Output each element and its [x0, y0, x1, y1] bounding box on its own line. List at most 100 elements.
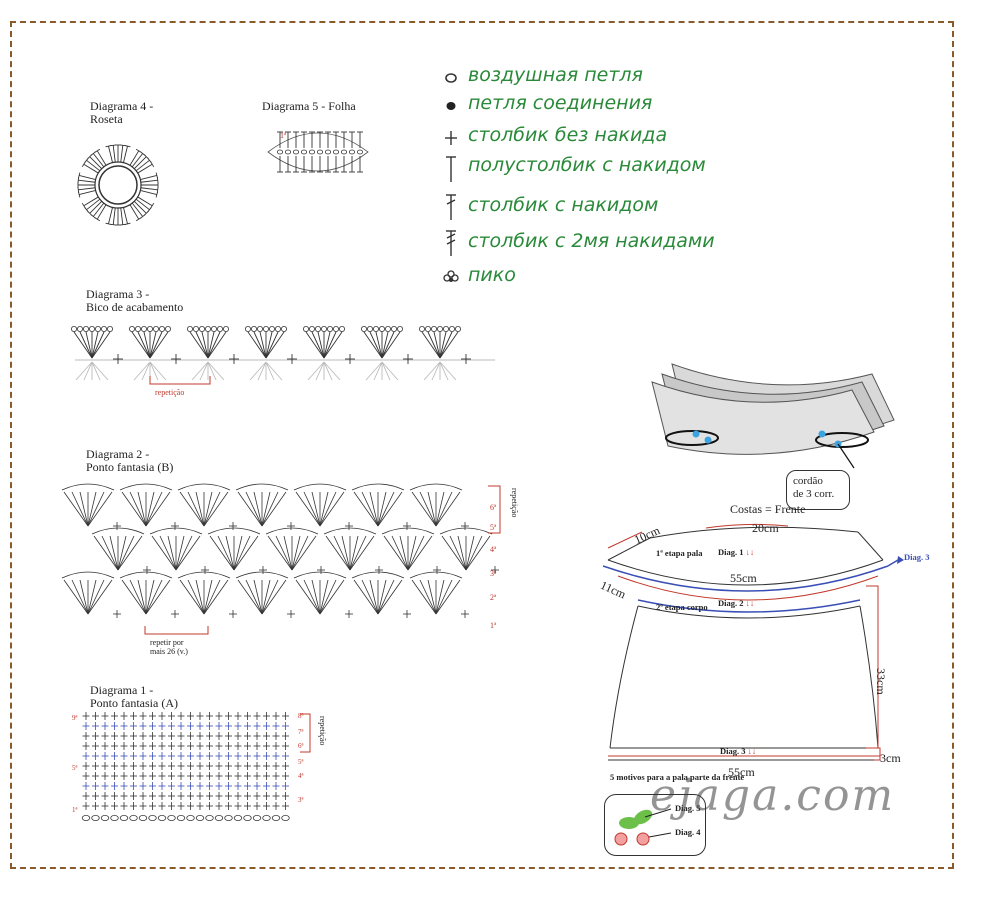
top-width: 20cm — [752, 521, 779, 535]
fantasia-a-stitch — [139, 802, 147, 810]
fantasia-a-stitch — [149, 802, 156, 810]
fantasia-a-stitch — [111, 732, 118, 740]
diagram-1-side: repetição — [318, 716, 327, 745]
picot-icon — [440, 266, 462, 291]
yoke-illustration — [651, 363, 895, 469]
fantasia-a-stitch — [187, 782, 194, 790]
diagram-1-title: Diagrama 1 - Ponto fantasia (A) — [90, 683, 178, 710]
fantasia-a-stitch — [215, 712, 223, 720]
fantasia-fan — [91, 527, 151, 574]
treble-crochet-icon — [440, 228, 462, 263]
fantasia-a-stitch — [263, 712, 270, 720]
body-height: 33cm — [874, 668, 888, 695]
legend-label: воздушная петля — [468, 64, 643, 86]
fantasia-a-stitch — [130, 762, 137, 770]
fantasia-a-stitch — [263, 762, 270, 770]
legend-label: пико — [468, 264, 516, 286]
fantasia-a-stitch — [253, 742, 261, 750]
fantasia-a-stitch — [92, 722, 99, 730]
fantasia-a-stitch — [253, 722, 261, 730]
fantasia-a-stitch — [149, 712, 156, 720]
fantasia-a-stitch — [92, 732, 99, 740]
fantasia-fan — [149, 527, 209, 574]
fantasia-a-stitch — [234, 792, 242, 800]
fantasia-a-stitch — [92, 762, 99, 770]
fantasia-a-stitch — [101, 722, 109, 730]
bico-fan — [302, 325, 355, 381]
folha-stitch — [285, 131, 292, 173]
bico-fan — [187, 325, 239, 381]
fantasia-a-stitch — [101, 742, 109, 750]
bottom-width: 55cm — [728, 765, 755, 779]
fantasia-a-stitch — [177, 742, 185, 750]
hem-height: 3cm — [880, 751, 901, 765]
folha-stitch — [301, 131, 308, 173]
fantasia-a-stitch — [111, 772, 118, 780]
fantasia-fan — [351, 571, 411, 618]
fantasia-a-stitch — [215, 762, 223, 770]
fantasia-a-stitch — [168, 722, 175, 730]
diagram-1-row-label: 6ª — [298, 742, 304, 750]
roseta-petal — [77, 172, 96, 198]
fantasia-fan — [265, 527, 325, 574]
fantasia-a-stitch — [139, 762, 147, 770]
fantasia-fan — [351, 483, 411, 530]
fantasia-a-stitch — [215, 742, 223, 750]
bico-fan — [360, 325, 413, 381]
fantasia-a-stitch — [111, 742, 118, 750]
chain-icon — [440, 66, 462, 91]
fantasia-a-stitch — [215, 792, 223, 800]
fantasia-a-stitch — [149, 772, 156, 780]
fantasia-a-stitch — [263, 792, 270, 800]
folha-stitch — [309, 131, 316, 173]
diagram-2-row-label: 6ª — [490, 503, 497, 512]
fantasia-a-stitch — [82, 772, 90, 780]
fantasia-a-stitch — [225, 732, 232, 740]
fantasia-a-stitch — [120, 802, 128, 810]
fantasia-a-stitch — [120, 782, 128, 790]
fantasia-a-stitch — [82, 732, 90, 740]
fantasia-a-stitch — [244, 722, 251, 730]
fantasia-fan — [439, 527, 499, 574]
fantasia-a-stitch — [177, 712, 185, 720]
fantasia-a-stitch — [187, 792, 194, 800]
fantasia-a-stitch — [215, 732, 223, 740]
fantasia-a-stitch — [272, 772, 280, 780]
fantasia-a-stitch — [82, 752, 90, 760]
fantasia-a-stitch — [187, 742, 194, 750]
fantasia-a-stitch — [139, 752, 147, 760]
fantasia-a-stitch — [206, 712, 213, 720]
fantasia-a-stitch — [111, 712, 118, 720]
diag-3-bottom-label: Diag. 3 ↓↓ — [720, 746, 757, 756]
fantasia-a-stitch — [139, 712, 147, 720]
garment-schematic — [602, 523, 904, 761]
diagram-2-title: Diagrama 2 - Ponto fantasia (B) — [86, 447, 174, 474]
fantasia-a-stitch — [206, 762, 213, 770]
fantasia-a-stitch — [130, 792, 137, 800]
fantasia-a-stitch — [272, 782, 280, 790]
fantasia-a-stitch — [253, 762, 261, 770]
fantasia-a-stitch — [272, 792, 280, 800]
fantasia-a-stitch — [168, 732, 175, 740]
fantasia-a-stitch — [225, 792, 232, 800]
fantasia-a-stitch — [244, 772, 251, 780]
fantasia-a-stitch — [130, 772, 137, 780]
fantasia-a-stitch — [196, 742, 204, 750]
diagram-5-folha: 1ª — [267, 131, 369, 173]
fantasia-a-stitch — [234, 722, 242, 730]
fantasia-fan — [61, 571, 121, 618]
rosette-icon — [614, 832, 628, 846]
fantasia-a-stitch — [282, 712, 289, 720]
fantasia-a-stitch — [158, 802, 166, 810]
roseta-petal — [140, 172, 159, 198]
fantasia-a-stitch — [158, 712, 166, 720]
fantasia-a-stitch — [130, 722, 137, 730]
fantasia-a-stitch — [168, 742, 175, 750]
fantasia-a-stitch — [158, 782, 166, 790]
fantasia-a-stitch — [82, 722, 90, 730]
fantasia-a-stitch — [225, 782, 232, 790]
fantasia-a-stitch — [92, 802, 99, 810]
fantasia-a-stitch — [196, 782, 204, 790]
fantasia-a-stitch — [187, 722, 194, 730]
diagram-2-side: repetição — [510, 488, 519, 517]
